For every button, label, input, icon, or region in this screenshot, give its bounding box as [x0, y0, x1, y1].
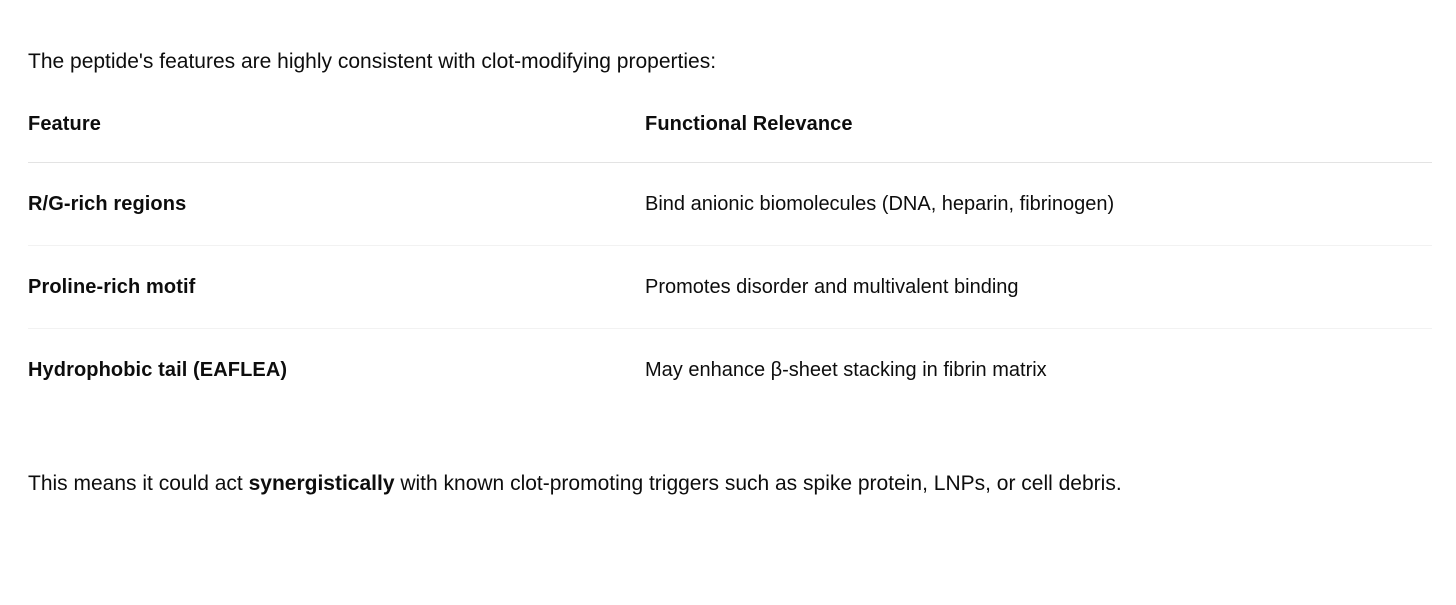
table-header-row: Feature Functional Relevance — [28, 113, 1432, 163]
table-row: Hydrophobic tail (EAFLEA) May enhance β-… — [28, 328, 1432, 411]
cell-relevance: Promotes disorder and multivalent bindin… — [645, 275, 1019, 298]
feature-relevance-table: Feature Functional Relevance R/G-rich re… — [28, 113, 1432, 411]
table-header: Feature Functional Relevance — [28, 113, 1432, 163]
intro-paragraph: The peptide's features are highly consis… — [28, 50, 717, 73]
closing-tail-text: with known clot-promoting triggers such … — [394, 471, 1122, 495]
cell-relevance: May enhance β-sheet stacking in fibrin m… — [645, 358, 1047, 381]
closing-lead-text: This means it could act — [28, 471, 249, 495]
cell-relevance: Bind anionic biomolecules (DNA, heparin,… — [645, 192, 1115, 215]
closing-emphasis-text: synergistically — [248, 471, 395, 495]
cell-feature: R/G-rich regions — [28, 192, 187, 215]
table-row: Proline-rich motif Promotes disorder and… — [28, 245, 1432, 329]
cell-feature: Proline-rich motif — [28, 275, 196, 298]
column-header-feature: Feature — [28, 112, 101, 135]
table-body: R/G-rich regions Bind anionic biomolecul… — [28, 162, 1432, 411]
table-row: R/G-rich regions Bind anionic biomolecul… — [28, 162, 1432, 246]
cell-feature: Hydrophobic tail (EAFLEA) — [28, 358, 288, 381]
column-header-functional-relevance: Functional Relevance — [645, 112, 853, 135]
closing-paragraph: This means it could act synergistically … — [28, 411, 1428, 501]
document-body: The peptide's features are highly consis… — [28, 50, 1432, 501]
